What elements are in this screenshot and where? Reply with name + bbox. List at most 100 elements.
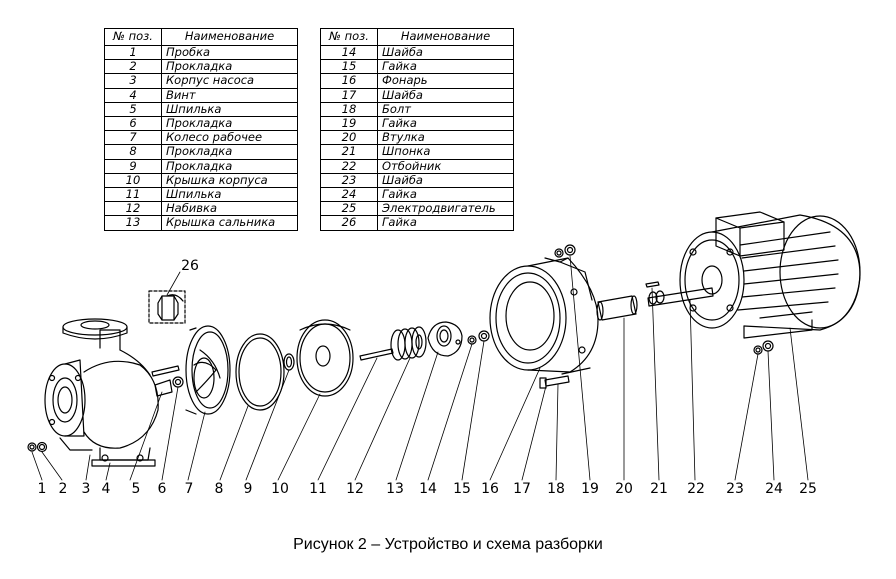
stud-drawing <box>359 348 394 361</box>
figure-caption: Рисунок 2 – Устройство и схема разборки <box>293 536 603 553</box>
gland-cover-drawing <box>427 321 463 357</box>
part-position: 3 <box>104 73 162 89</box>
small-gasket-drawing <box>283 353 295 371</box>
part-position: 11 <box>104 187 162 203</box>
callout-26: 26 <box>181 258 199 274</box>
part-name: Болт <box>377 101 514 118</box>
callout-24: 24 <box>765 481 783 497</box>
callout-12: 12 <box>346 481 364 497</box>
callout-8: 8 <box>215 481 224 497</box>
gasket-ring-drawing <box>235 333 285 411</box>
callout-6: 6 <box>158 481 167 497</box>
callout-17: 17 <box>513 481 531 497</box>
callout-21: 21 <box>650 481 668 497</box>
packing-rings-drawing <box>390 326 427 361</box>
part-name: Фонарь <box>377 73 514 89</box>
part-position: 6 <box>104 116 162 132</box>
part-name: Шайба <box>377 172 514 189</box>
part-position: 13 <box>104 215 162 231</box>
lantern-adapter-drawing <box>489 257 599 375</box>
key-drawing <box>645 281 660 288</box>
part-name: Корпус насоса <box>161 73 298 89</box>
part-name: Прокладка <box>161 158 298 174</box>
inset-nut-drawing <box>148 290 186 324</box>
washer-nut-drawing <box>467 330 490 345</box>
callout-labels: 1 2 3 4 5 6 7 8 9 10 11 12 13 14 15 16 1… <box>38 258 817 497</box>
part-name: Набивка <box>161 201 298 217</box>
bolt-set-drawing <box>539 244 576 389</box>
part-position: 23 <box>320 172 378 189</box>
callout-19: 19 <box>581 481 599 497</box>
part-name: Шайба <box>377 44 514 61</box>
part-name: Колесо рабочее <box>161 130 298 146</box>
callout-10: 10 <box>271 481 289 497</box>
part-position: 8 <box>104 144 162 160</box>
plug-gasket-drawing <box>27 441 48 453</box>
part-name: Прокладка <box>161 116 298 132</box>
sleeve-drawing <box>596 295 638 321</box>
callout-23: 23 <box>726 481 744 497</box>
part-position: 26 <box>320 215 378 231</box>
callout-7: 7 <box>185 481 194 497</box>
impeller-drawing <box>185 325 231 415</box>
part-name: Прокладка <box>161 59 298 75</box>
motor-washer-nut-drawing <box>753 340 774 355</box>
callout-20: 20 <box>615 481 633 497</box>
part-position: 18 <box>320 101 378 118</box>
electric-motor-drawing <box>679 211 861 339</box>
callout-2: 2 <box>59 481 68 497</box>
callout-13: 13 <box>386 481 404 497</box>
header-name: Наименование <box>377 28 514 46</box>
part-name: Гайка <box>377 59 514 75</box>
part-position: 7 <box>104 130 162 146</box>
part-name: Крышка корпуса <box>161 172 298 189</box>
callout-1: 1 <box>38 481 47 497</box>
part-position: 25 <box>320 201 378 217</box>
part-position: 10 <box>104 172 162 189</box>
part-position: 14 <box>320 44 378 61</box>
callout-3: 3 <box>82 481 91 497</box>
callout-22: 22 <box>687 481 705 497</box>
callout-15: 15 <box>453 481 471 497</box>
part-name: Гайка <box>377 187 514 203</box>
part-position: 17 <box>320 87 378 103</box>
part-position: 9 <box>104 158 162 174</box>
part-position: 20 <box>320 130 378 146</box>
deflector-shaft-drawing <box>647 287 714 307</box>
part-position: 22 <box>320 158 378 174</box>
stud-gasket-drawing <box>151 365 184 397</box>
part-name: Шайба <box>377 87 514 103</box>
callout-14: 14 <box>419 481 437 497</box>
callout-25: 25 <box>799 481 817 497</box>
part-position: 19 <box>320 116 378 132</box>
part-name: Прокладка <box>161 144 298 160</box>
leader-lines <box>31 255 809 481</box>
part-name: Крышка сальника <box>161 215 298 231</box>
callout-9: 9 <box>244 481 253 497</box>
callout-16: 16 <box>481 481 499 497</box>
part-name: Гайка <box>377 215 514 231</box>
